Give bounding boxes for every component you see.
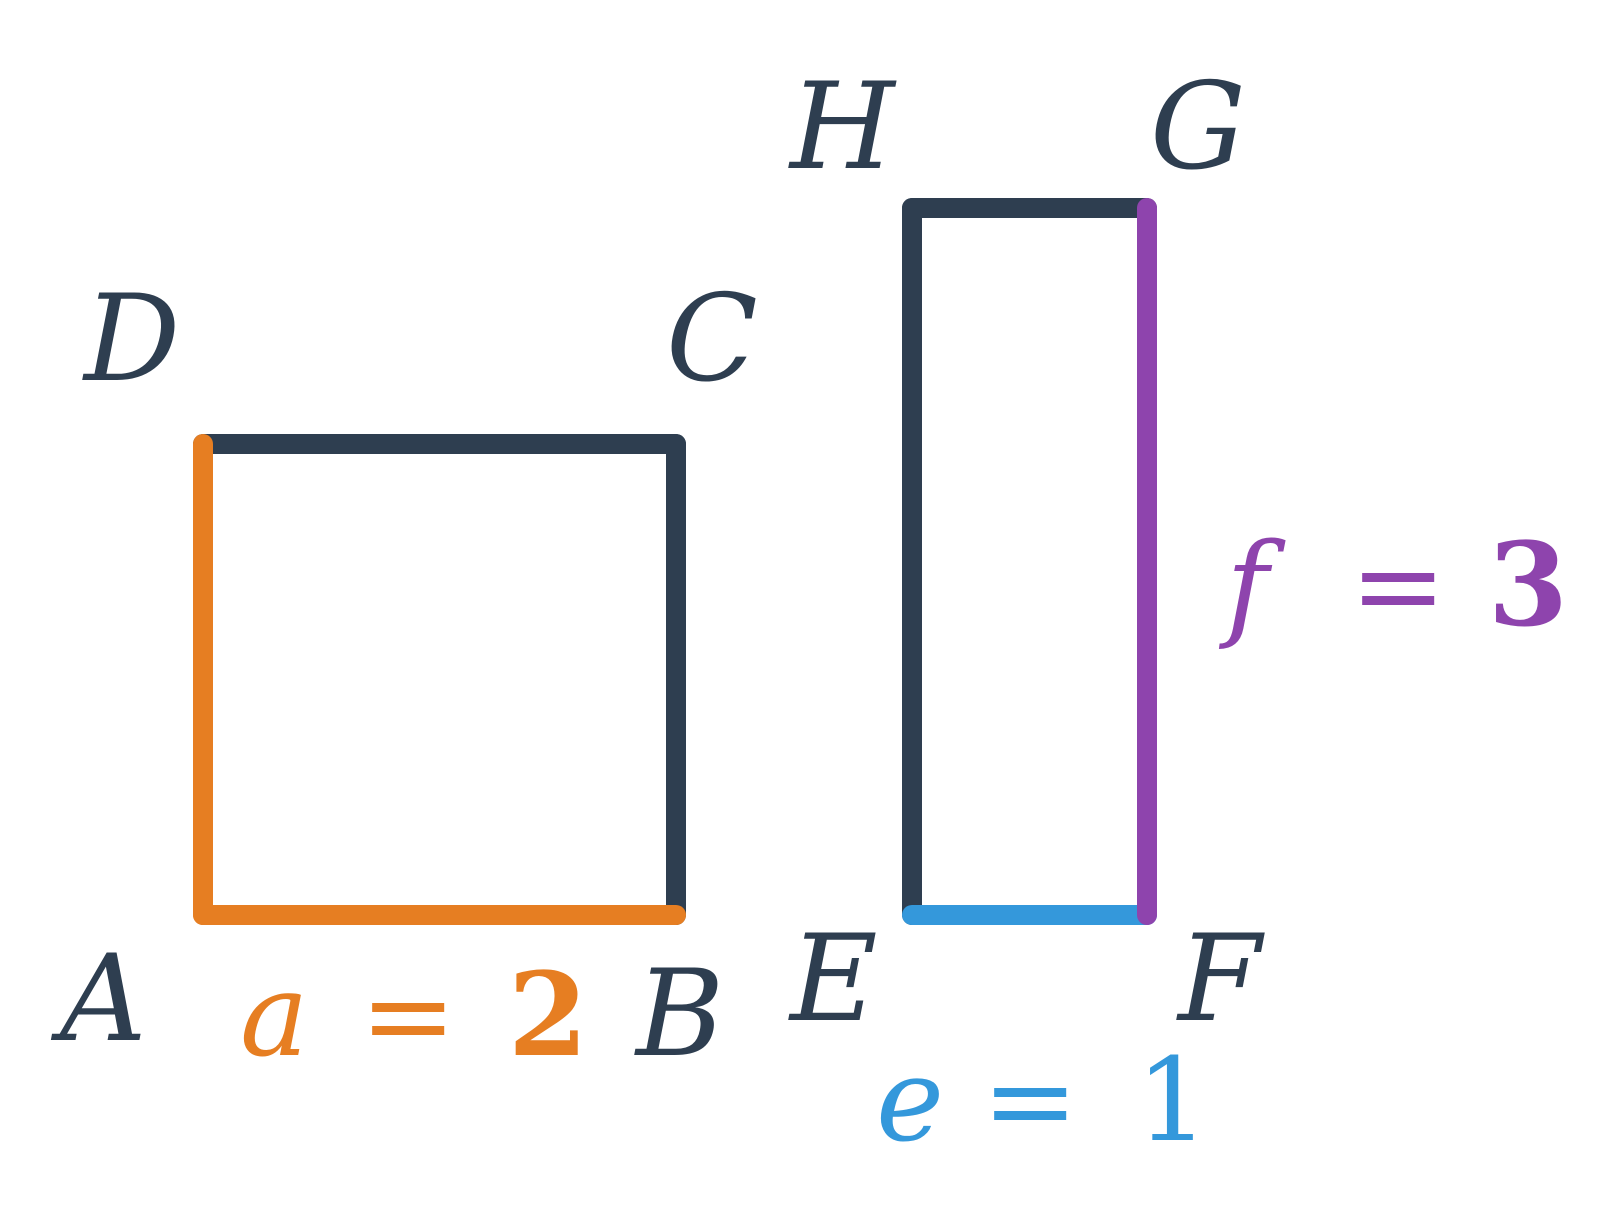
vertex-label-d: D [82,270,180,409]
vertex-label-e: E [788,910,878,1049]
vertex-labels: A B C D E F G H [50,58,1265,1084]
length-label-a: a = 2 [240,948,588,1083]
length-value-a: 2 [508,948,588,1083]
length-symbol-e: e [876,1034,944,1168]
square-abcd [193,434,686,925]
vertex-label-g: G [1150,58,1246,197]
vertex-label-c: C [666,270,758,409]
vertex-label-a: A [50,930,147,1069]
length-equals-a: = [360,949,456,1083]
length-value-e: 1 [1136,1034,1209,1168]
vertex-label-f: F [1176,910,1265,1049]
length-label-f: f = 3 [1218,518,1568,653]
length-equals-f: = [1350,519,1446,653]
length-symbol-f: f [1218,519,1286,653]
length-symbol-a: a [240,949,309,1083]
length-label-e: e = 1 [876,1034,1209,1168]
rectangle-efgh [902,198,1157,925]
length-equals-e: = [982,1034,1078,1168]
vertex-label-b: B [634,945,724,1084]
length-value-f: 3 [1488,518,1568,653]
vertex-label-h: H [788,58,897,197]
